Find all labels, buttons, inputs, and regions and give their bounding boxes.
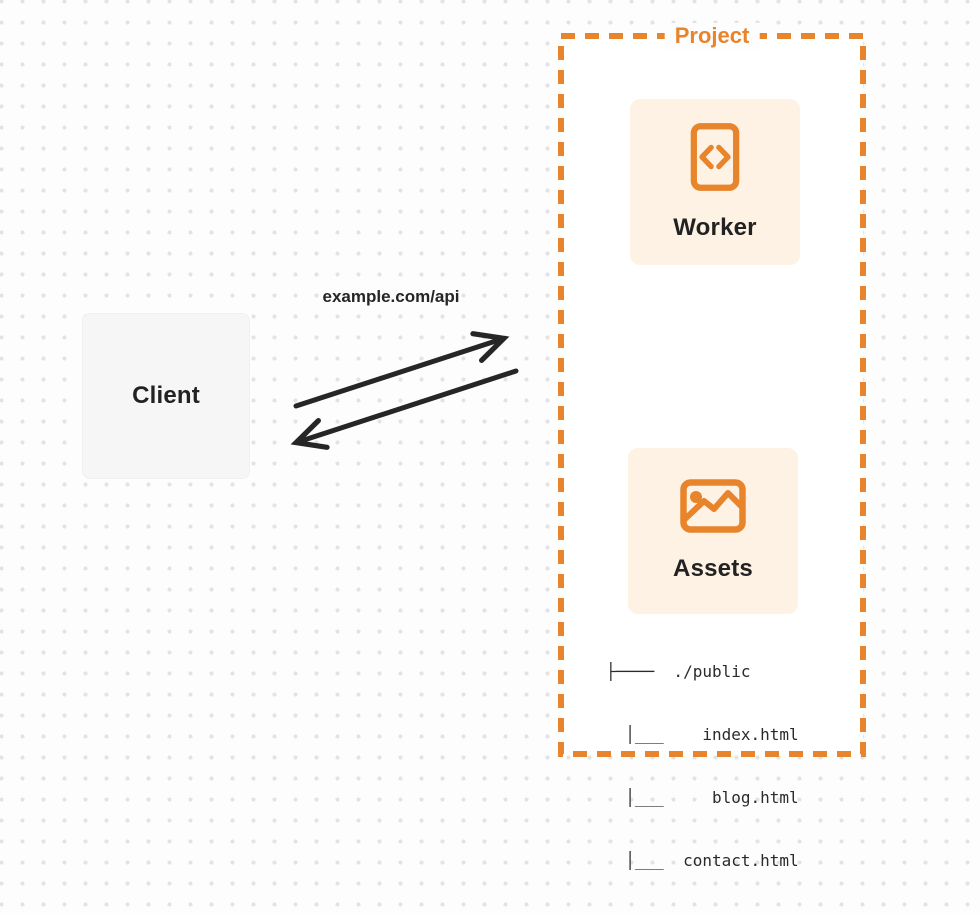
client-label: Client xyxy=(132,382,200,409)
file-tree-item: │___ index.html xyxy=(606,725,799,744)
client-node: Client xyxy=(82,313,250,479)
assets-file-tree: ├──── ./public │___ index.html │___ blog… xyxy=(606,619,799,913)
file-tree-item: │___ blog.html xyxy=(606,788,799,807)
assets-label: Assets xyxy=(673,555,753,582)
api-url-label: example.com/api xyxy=(322,287,460,306)
file-tree-root: ├──── ./public xyxy=(606,662,751,681)
connection-arrows xyxy=(290,331,519,450)
code-file-icon xyxy=(690,123,740,191)
project-container: Project Worker Assets ├──── ./public │__… xyxy=(558,23,866,870)
file-tree-item: │___ contact.html xyxy=(606,851,799,870)
response-arrow xyxy=(290,368,519,450)
worker-node: Worker xyxy=(630,99,800,265)
request-arrow xyxy=(293,331,510,409)
project-title: Project xyxy=(664,23,760,49)
image-icon xyxy=(680,479,746,533)
assets-node: Assets xyxy=(628,448,798,614)
worker-label: Worker xyxy=(673,214,757,241)
